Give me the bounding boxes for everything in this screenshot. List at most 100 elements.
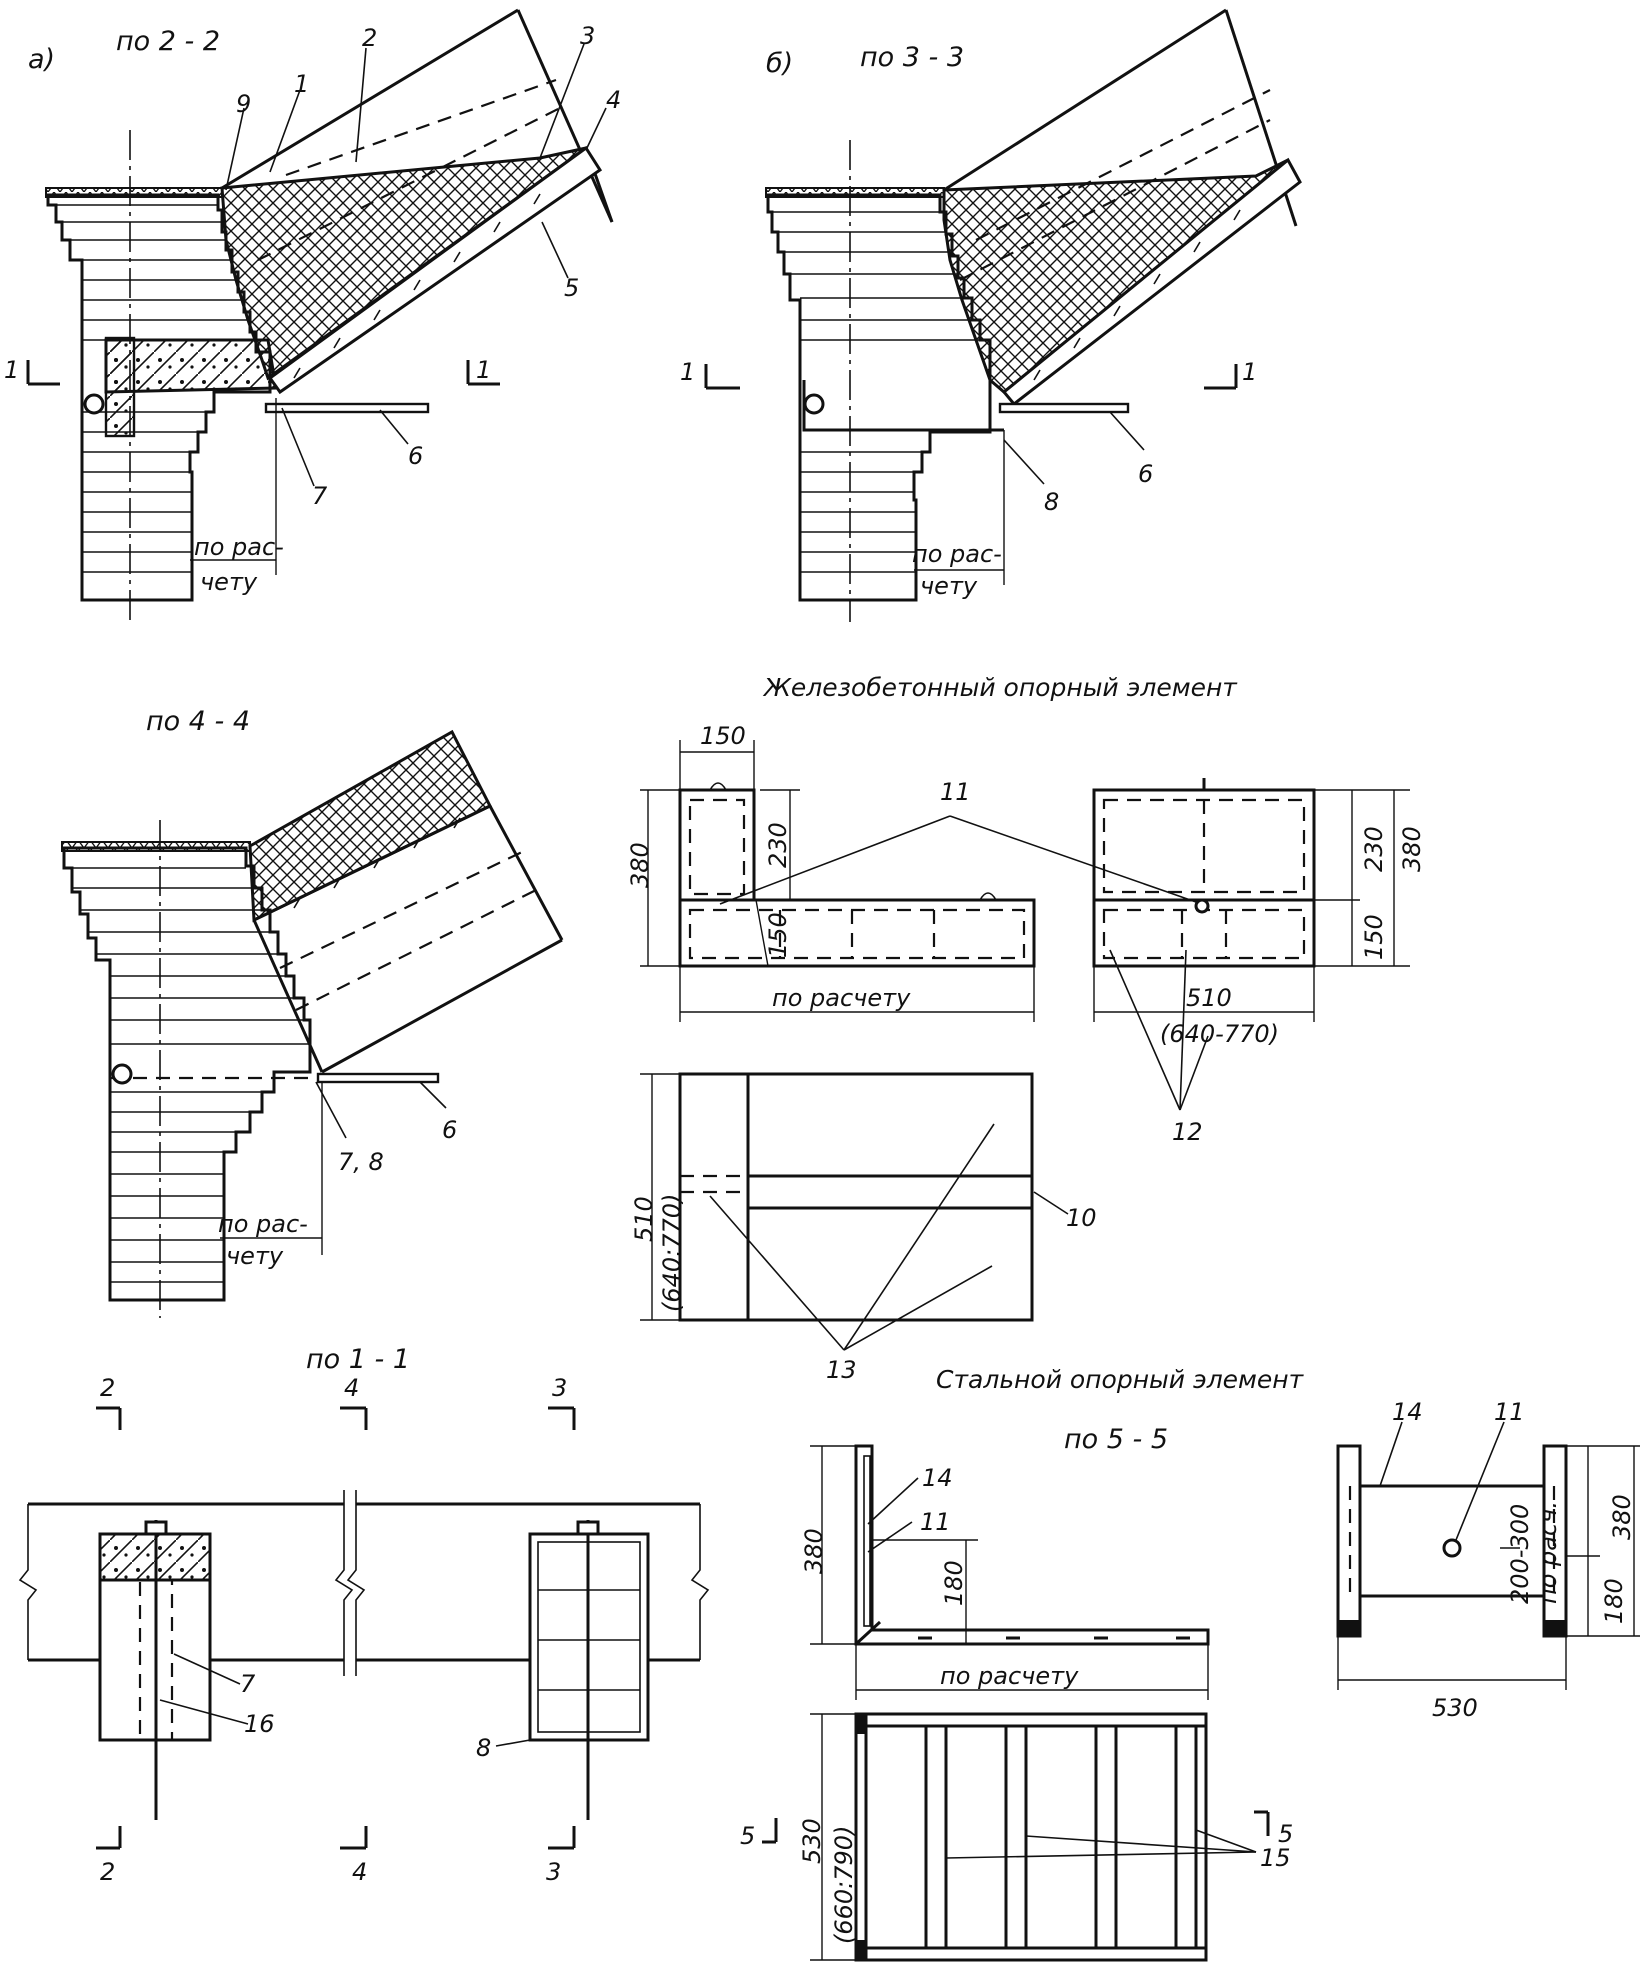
rc-dim-510-plan: 510 [630,1196,658,1242]
rafter-a [221,8,614,395]
concrete-post-a [104,336,136,438]
cut-marker-a: 1 1 [4,356,500,386]
anchor-rod-c [316,1072,440,1084]
steel-cut-5-left: 5 [740,1822,755,1850]
panel-a-section-title: по 2 - 2 [116,26,220,57]
rc-dim-length-front: по расчету [772,984,911,1012]
callout-13: 13 [826,1356,857,1384]
rc-dim-150-front: 150 [764,912,792,958]
anchor-nut-a [83,393,105,415]
dim-a: по рас- чету [190,398,284,596]
callout-6-c: 6 [442,1116,457,1144]
callout-14-side: 14 [1392,1398,1423,1426]
steel-dim-200-300: 200-300 [1506,1504,1534,1604]
leaders-1-1 [159,1653,531,1747]
steel-angle-b [802,380,1004,432]
callout-8-b: 8 [1044,488,1059,516]
callout-11-rc: 11 [940,778,971,806]
cut-2-top: 2 [100,1374,115,1402]
rc-bolt-nut [144,1520,168,1536]
rc-dim-380-front: 380 [626,842,654,888]
rc-dim-640-770-plan: (640:770) [658,1194,686,1312]
steel-dim-380-side: 380 [1608,1494,1636,1540]
plan-section-1-1: по 1 - 1 [18,1344,710,1886]
steel-support-element: Стальной опорный элемент по 5 - 5 380 18… [740,1365,1640,1962]
roof-layer-b [765,187,945,198]
callout-6-b: 6 [1138,460,1153,488]
rc-front-view: 150 380 230 150 по расчету [626,722,1036,1022]
panel-b-section-title: по 3 - 3 [860,42,964,73]
steel-dim-length-front: по расчету [940,1662,1079,1690]
steel-dim-530-plan: 530 [798,1818,826,1864]
dim-label-a-1: по рас- [194,533,284,561]
callout-15: 15 [1260,1844,1291,1872]
steel-plan-view: 530 (660:790) 5 5 [740,1712,1293,1962]
callout-9: 9 [236,90,251,118]
cut-markers-1-1 [96,1406,576,1850]
cut-marker-b: 1 1 [680,358,1257,390]
cut-label-b-left: 1 [680,358,695,386]
steel-section-5-5-title: по 5 - 5 [1064,1424,1168,1455]
rc-dim-150-side: 150 [1360,914,1388,960]
panel-a-section-2-2: по рас- чету 1 1 а) по 2 - 2 1 2 3 4 [4,8,621,620]
cut-3-bottom: 3 [546,1858,561,1886]
insulation-a [220,146,587,381]
steel-dim-note: по расч. [1534,1501,1562,1604]
rc-dim-640-770-side: (640-770) [1160,1020,1279,1048]
rc-plan-view: 510 (640:770) [630,1072,1034,1322]
cut-label-a-left: 1 [4,356,19,384]
callout-12: 12 [1172,1118,1203,1146]
roof-layer-c [61,841,251,852]
callout-4: 4 [606,86,621,114]
cut-3-top: 3 [552,1374,567,1402]
steel-element-title: Стальной опорный элемент [936,1365,1305,1394]
callout-6-a: 6 [408,442,423,470]
anchor-rod-a [264,402,430,414]
rc-support-element: Железобетонный опорный элемент [626,673,1426,1384]
callout-2: 2 [362,24,377,52]
callout-7-a: 7 [312,482,328,510]
rc-dim-150-top: 150 [700,722,746,750]
callout-5: 5 [564,274,579,302]
rc-leaders [709,815,1209,1351]
callout-7-8-c: 7, 8 [338,1148,384,1176]
cut-label-a-right: 1 [476,356,491,384]
anchor-nut-b [803,393,825,415]
dim-label-c-2: чету [226,1242,284,1270]
steel-dim-180-side: 180 [1600,1578,1628,1624]
callout-11-front: 11 [920,1508,951,1536]
callout-7-plan: 7 [240,1670,256,1698]
dim-label-a-2: чету [200,568,258,596]
rafter-b [943,8,1302,407]
leaders-a [225,43,607,487]
callout-14-front: 14 [922,1464,953,1492]
leaders-b [1003,411,1145,485]
steel-cut-5-right: 5 [1278,1820,1293,1848]
dim-label-b-1: по рас- [912,540,1002,568]
roof-layer-a [45,187,223,198]
rc-dim-510-side: 510 [1186,984,1232,1012]
panel-b-letter: б) [766,48,793,79]
rc-dim-230-front: 230 [764,822,792,868]
anchor-nut-c [111,1063,133,1085]
rc-side-view: 230 380 150 510 (640-770) [1092,778,1426,1048]
steel-front-view: 380 180 по расчету [800,1444,1210,1700]
rc-element-title: Железобетонный опорный элемент [762,673,1238,702]
rc-dim-380-side: 380 [1398,826,1426,872]
panel-c-section-title: по 4 - 4 [146,706,250,737]
callout-16: 16 [244,1710,275,1738]
steel-leaders [867,1421,1505,1859]
steel-dim-180-front: 180 [940,1560,968,1606]
cut-2-bottom: 2 [100,1858,115,1886]
rafter-c [252,804,564,1074]
steel-dim-530-side: 530 [1432,1694,1478,1722]
panel-b-section-3-3: по рас- чету 1 1 б) по 3 - 3 6 8 [680,8,1302,622]
callout-11-side: 11 [1494,1398,1525,1426]
callout-1: 1 [294,70,309,98]
callout-3: 3 [580,22,595,50]
cut-4-bottom: 4 [352,1858,367,1886]
rc-dim-230-side: 230 [1360,826,1388,872]
plan-1-1-title: по 1 - 1 [306,1344,410,1375]
dim-label-b-2: чету [920,572,978,600]
